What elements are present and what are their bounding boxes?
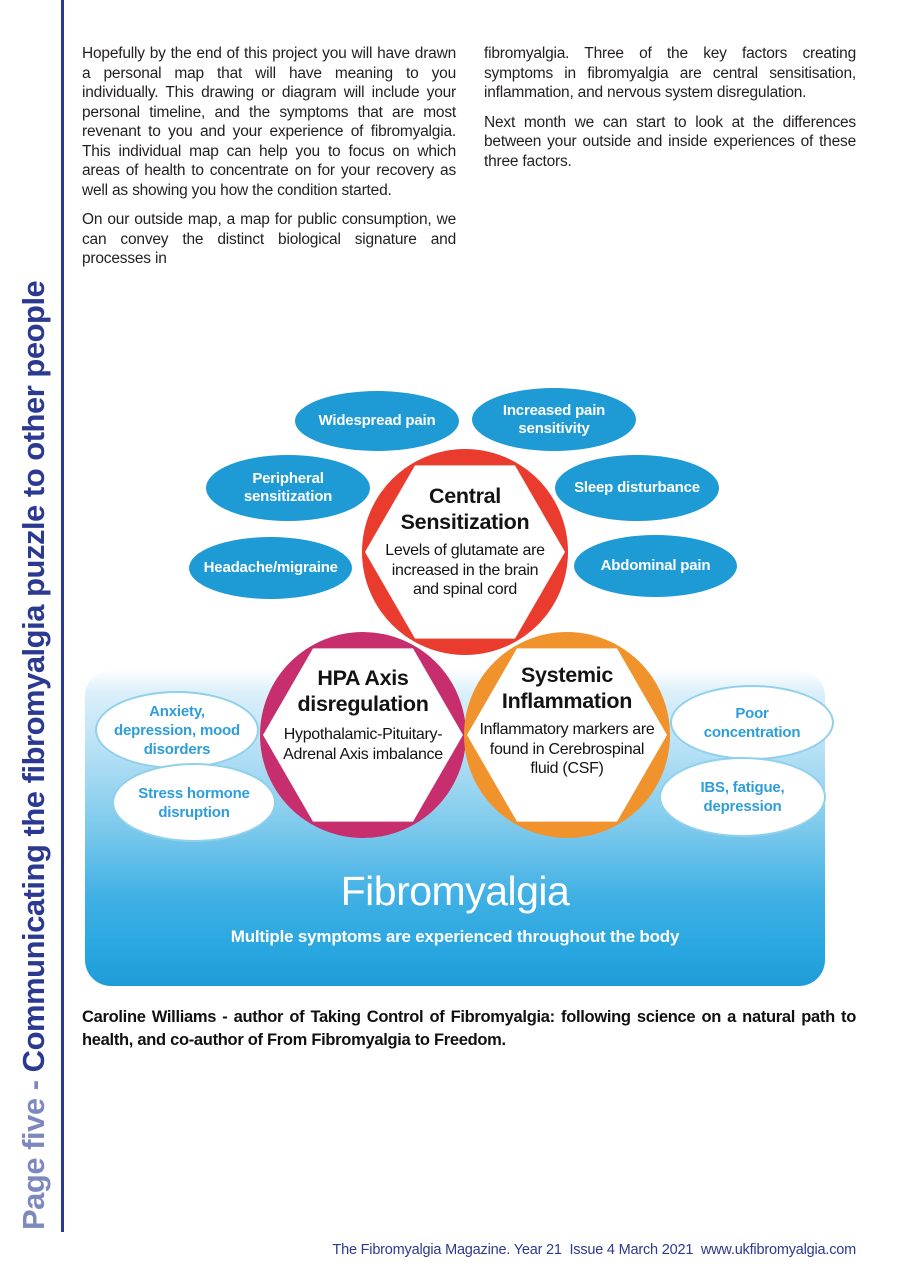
bubble-label: Headache/migraine (203, 559, 338, 576)
symptom-bubble-anxiety-depression: Anxiety, depression, mood disorders (95, 691, 259, 769)
diagram-banner-title: Fibromyalgia (340, 868, 570, 914)
diagram-banner-subtitle: Multiple symptoms are experienced throug… (230, 927, 680, 946)
paragraph: Next month we can start to look at the d… (484, 113, 856, 170)
bubble-label: IBS, fatigue, depression (700, 779, 785, 815)
symptom-bubble-widespread-pain: Widespread pain (295, 391, 459, 451)
central-sensitization-desc: Levels of glutamate are increased in the… (385, 542, 545, 598)
symptom-bubble-stress-hormone: Stress hormone disruption (112, 763, 276, 842)
bubble-label: Increased pain sensitivity (502, 401, 606, 437)
bubble-label: Abdominal pain (600, 557, 711, 574)
systemic-inflammation-desc: Inflammatory markers are found in Cerebr… (479, 721, 655, 777)
central-sensitization-title: Central Sensitization (400, 484, 530, 534)
symptom-bubble-ibs-fatigue: IBS, fatigue, depression (659, 757, 826, 837)
author-credit: Caroline Williams - author of Taking Con… (82, 1008, 856, 1049)
article-column-right: fibromyalgia. Three of the key factors c… (484, 44, 856, 181)
bubble-label: Sleep disturbance (574, 479, 700, 496)
symptom-bubble-sleep-disturbance: Sleep disturbance (555, 455, 719, 521)
bubble-label: Widespread pain (318, 412, 436, 429)
page-title-label: Communicating the fibromyalgia puzzle to… (16, 280, 51, 1073)
bubble-label: Anxiety, depression, mood disorders (114, 702, 240, 758)
paragraph: On our outside map, a map for public con… (82, 211, 456, 267)
symptom-bubble-abdominal-pain: Abdominal pain (574, 535, 737, 597)
page-number-label: Page five - (16, 1072, 51, 1230)
symptom-bubble-increased-pain-sensitivity: Increased pain sensitivity (472, 388, 636, 451)
symptom-bubble-peripheral-sensitization: Peripheral sensitization (206, 455, 370, 521)
systemic-inflammation-hexagon (464, 632, 670, 838)
vertical-page-title: Page five - Communicating the fibromyalg… (6, 238, 62, 1230)
central-sensitization-hexagon (362, 449, 568, 655)
symptom-bubble-poor-concentration: Poor concentration (670, 685, 834, 760)
article-column-left: Hopefully by the end of this project you… (82, 44, 456, 279)
bubble-label: Peripheral sensitization (243, 470, 333, 505)
paragraph: fibromyalgia. Three of the key factors c… (484, 45, 856, 101)
hpa-axis-desc: Hypothalamic-Pituitary-Adrenal Axis imba… (283, 726, 443, 763)
hpa-axis-title: HPA Axis disregulation (297, 666, 429, 716)
bubble-label: Poor concentration (703, 704, 801, 741)
hpa-axis-hexagon (260, 632, 466, 838)
bubble-label: Stress hormone disruption (138, 784, 250, 821)
symptom-bubble-headache-migraine: Headache/migraine (189, 537, 352, 599)
systemic-inflammation-title: Systemic Inflammation (501, 663, 633, 713)
paragraph: Hopefully by the end of this project you… (82, 45, 456, 199)
sidebar-divider-line (61, 0, 64, 1232)
magazine-footer: The Fibromyalgia Magazine. Year 21 Issue… (332, 1242, 856, 1258)
